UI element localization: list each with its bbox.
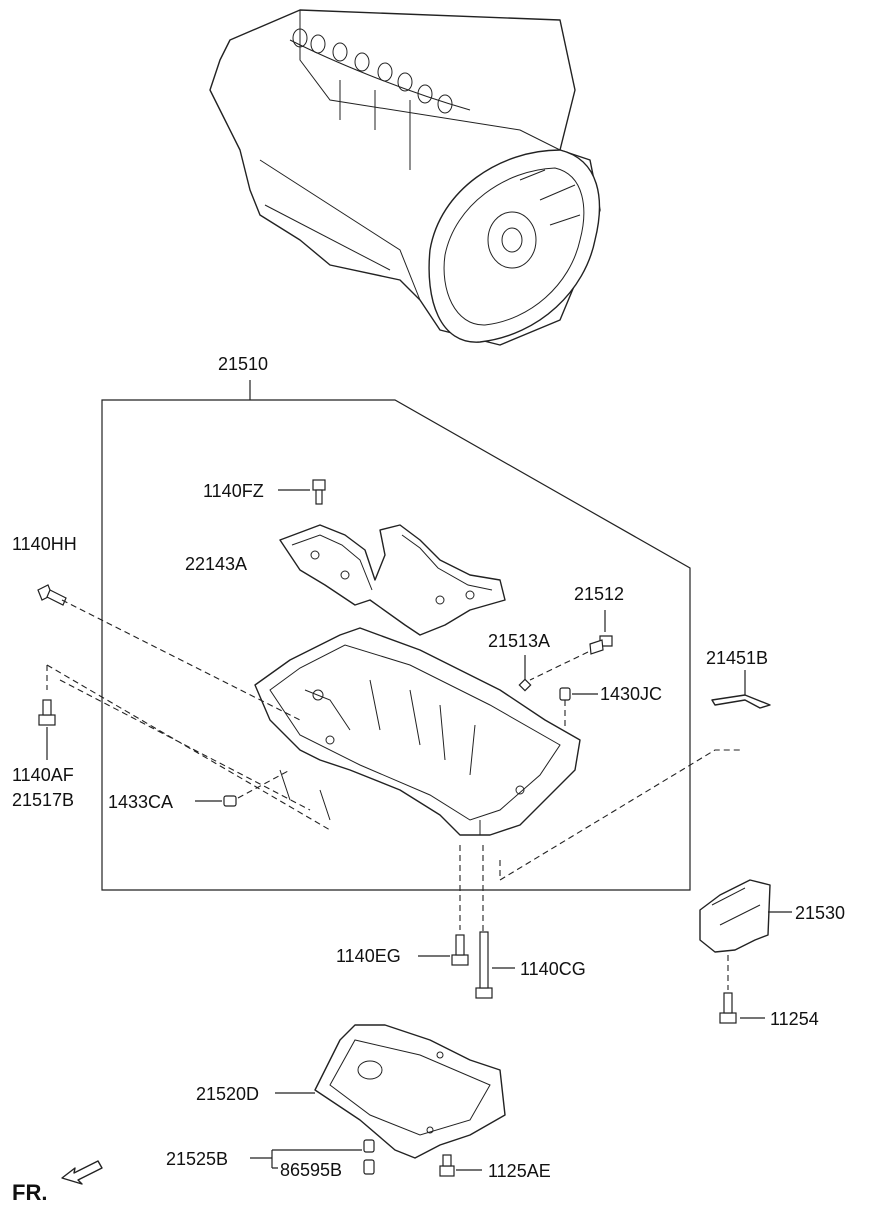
front-arrow-icon <box>61 1160 103 1185</box>
bolt-11254 <box>719 992 737 1024</box>
label-21512: 21512 <box>574 584 624 604</box>
lower-pan-illustration <box>314 1024 506 1159</box>
label-1140FZ: 1140FZ <box>203 481 264 501</box>
label-21530: 21530 <box>795 903 845 923</box>
pin-1433CA <box>223 795 237 807</box>
label-1140HH: 1140HH <box>12 534 77 554</box>
bolt-1125AE <box>439 1154 455 1177</box>
label-1140AF: 1140AF <box>12 765 74 785</box>
label-1140CG: 1140CG <box>520 959 586 979</box>
plug-86595B <box>363 1139 375 1175</box>
bolt-1140HH <box>37 584 67 606</box>
bolt-1140AF <box>38 699 56 726</box>
label-22143A: 22143A <box>185 554 247 574</box>
label-21510: 21510 <box>218 354 268 374</box>
bracket-21451B <box>711 694 771 709</box>
label-1140EG: 1140EG <box>336 946 401 966</box>
bolt-21512 <box>589 635 613 655</box>
label-11254: 11254 <box>770 1009 819 1029</box>
bolt-1140FZ <box>312 479 326 505</box>
pin-1430JC <box>559 687 571 701</box>
label-front: FR. <box>12 1180 47 1205</box>
label-21513A: 21513A <box>488 631 550 651</box>
label-21520D: 21520D <box>196 1084 259 1104</box>
label-21525B: 21525B <box>166 1149 228 1169</box>
label-1433CA: 1433CA <box>108 792 173 812</box>
label-21517B: 21517B <box>12 790 74 810</box>
gasket-illustration <box>279 524 506 636</box>
bolt-1140EG <box>451 934 469 966</box>
washer-21513A <box>518 678 532 692</box>
heat-shield-illustration <box>699 879 771 953</box>
label-1125AE: 1125AE <box>488 1161 551 1181</box>
oil-pan-illustration <box>254 627 581 836</box>
bolt-1140CG <box>475 931 493 999</box>
label-21451B: 21451B <box>706 648 768 668</box>
label-86595B: 86595B <box>280 1160 342 1180</box>
assembly-frame <box>101 380 691 891</box>
label-1430JC: 1430JC <box>600 684 662 704</box>
engine-block-illustration <box>209 9 601 346</box>
